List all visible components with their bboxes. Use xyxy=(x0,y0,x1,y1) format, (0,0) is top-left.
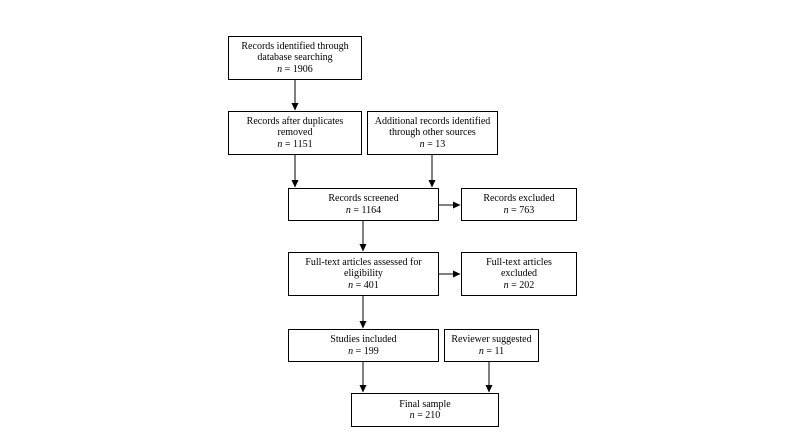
n-value: = 763 xyxy=(508,204,535,216)
box-records-excluded-line1: Records excluded xyxy=(483,193,555,204)
box-fulltext-assessed-count: n = 401 xyxy=(348,280,379,292)
n-label: n xyxy=(419,138,425,150)
box-studies-included: Studies included n = 199 xyxy=(288,329,439,362)
box-records-identified-count: n = 1906 xyxy=(277,64,313,76)
box-additional-records-line1: Additional records identified xyxy=(374,115,491,127)
n-value: = 11 xyxy=(483,345,505,357)
box-studies-included-count: n = 199 xyxy=(348,346,379,358)
box-records-screened-count: n = 1164 xyxy=(346,205,381,217)
box-records-after-duplicates-line2: removed xyxy=(277,127,313,139)
n-label: n xyxy=(277,63,283,75)
box-fulltext-assessed: Full-text articles assessed for eligibil… xyxy=(288,252,439,296)
box-additional-records-count: n = 13 xyxy=(420,139,446,151)
n-value: = 1151 xyxy=(282,138,313,150)
box-records-identified: Records identified through database sear… xyxy=(228,36,362,80)
box-records-after-duplicates-line1: Records after duplicates xyxy=(246,115,344,127)
n-value: = 401 xyxy=(353,279,379,291)
n-value: = 13 xyxy=(424,138,446,150)
box-fulltext-excluded-line2: excluded xyxy=(500,268,538,280)
box-records-excluded: Records excluded n = 763 xyxy=(461,188,577,221)
box-fulltext-excluded: Full-text articles excluded n = 202 xyxy=(461,252,577,296)
n-label: n xyxy=(277,138,283,150)
box-records-identified-line1: Records identified through xyxy=(241,40,349,52)
n-label: n xyxy=(409,410,415,421)
box-fulltext-assessed-line2: eligibility xyxy=(344,268,383,280)
box-final-sample-line1: Final sample xyxy=(399,398,451,410)
box-fulltext-assessed-line1: Full-text articles assessed for xyxy=(305,256,422,268)
n-label: n xyxy=(478,345,484,357)
n-value: = 1906 xyxy=(282,63,313,75)
box-records-excluded-count: n = 763 xyxy=(504,205,535,217)
box-fulltext-excluded-line1: Full-text articles xyxy=(486,256,552,268)
box-records-screened-line1: Records screened xyxy=(328,193,399,204)
box-records-after-duplicates: Records after duplicates removed n = 115… xyxy=(228,111,362,155)
n-value: = 202 xyxy=(508,279,535,291)
n-value: = 199 xyxy=(353,345,379,357)
box-additional-records: Additional records identified through ot… xyxy=(367,111,498,155)
box-records-identified-line2: database searching xyxy=(257,52,333,64)
box-final-sample: Final sample n = 210 xyxy=(351,393,499,427)
box-reviewer-suggested-line1: Reviewer suggested xyxy=(451,334,532,345)
box-studies-included-line1: Studies included xyxy=(330,334,397,345)
n-label: n xyxy=(503,279,509,291)
n-label: n xyxy=(348,279,354,291)
box-records-screened: Records screened n = 1164 xyxy=(288,188,439,221)
n-value: = 1164 xyxy=(350,204,382,216)
box-final-sample-count: n = 210 xyxy=(410,410,441,422)
n-label: n xyxy=(503,204,509,216)
n-label: n xyxy=(348,345,354,357)
n-value: = 210 xyxy=(414,410,441,421)
box-records-after-duplicates-count: n = 1151 xyxy=(277,139,312,151)
box-additional-records-line2: through other sources xyxy=(389,127,476,139)
box-reviewer-suggested-count: n = 11 xyxy=(479,346,504,358)
box-fulltext-excluded-count: n = 202 xyxy=(504,280,535,292)
box-reviewer-suggested: Reviewer suggested n = 11 xyxy=(444,329,539,362)
n-label: n xyxy=(345,204,351,216)
